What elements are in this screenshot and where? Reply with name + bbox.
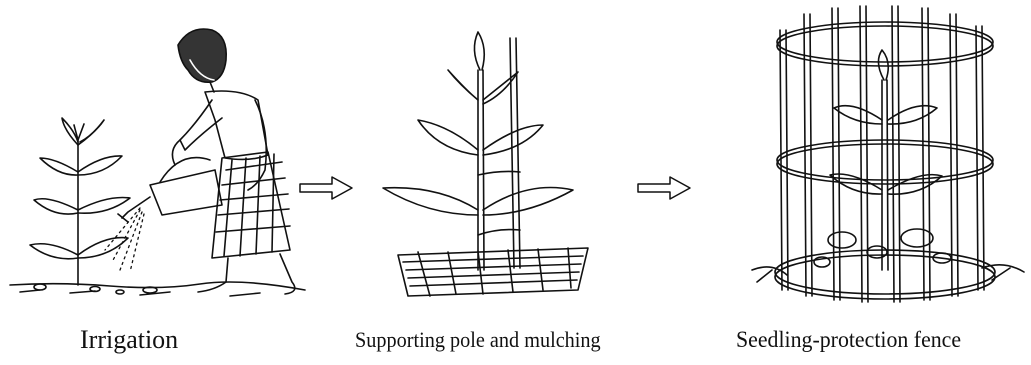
caption-irrigation: Irrigation	[80, 326, 178, 354]
supporting-pole-illustration	[378, 0, 608, 300]
watering-person-icon	[0, 0, 310, 300]
protection-fence-illustration	[742, 0, 1031, 310]
caption-supporting-pole-and-mulching: Supporting pole and mulching	[355, 326, 601, 354]
right-arrow-icon	[636, 175, 692, 201]
right-arrow-icon	[298, 175, 354, 201]
caption-seedling-protection-fence: Seedling-protection fence	[736, 326, 961, 354]
irrigation-illustration	[0, 0, 310, 300]
fenced-seedling-icon	[742, 0, 1031, 310]
staked-seedling-icon	[378, 0, 608, 300]
